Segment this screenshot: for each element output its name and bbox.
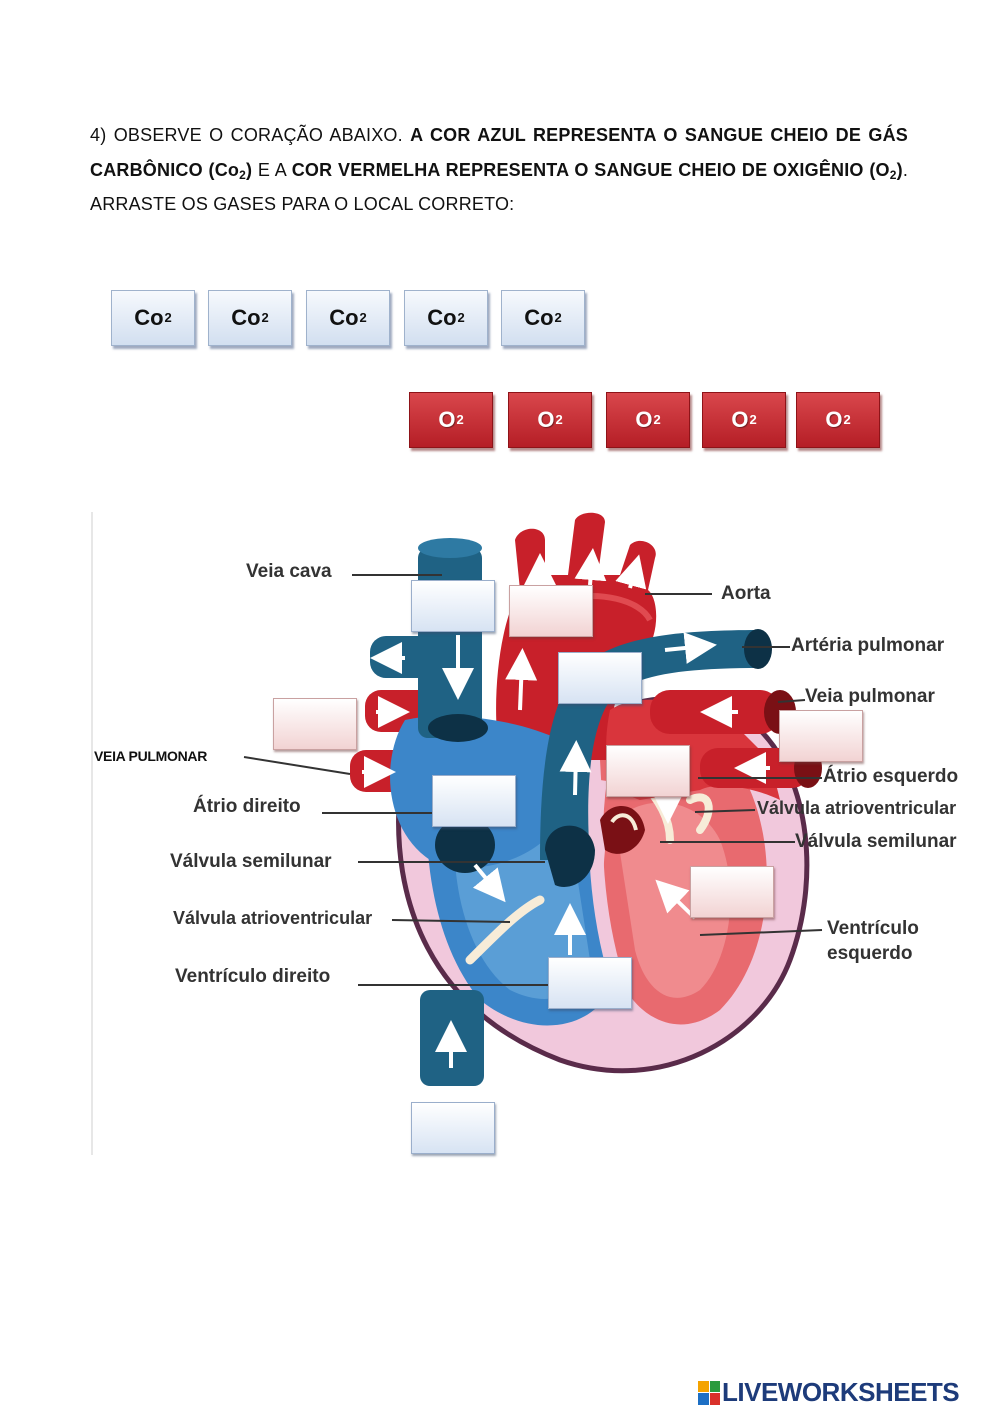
- drop-zone-ventriculo-direito[interactable]: [548, 957, 632, 1009]
- label-valvula-semilunar-left: Válvula semilunar: [170, 851, 332, 872]
- instruction-bold1-end: ): [245, 159, 253, 180]
- drop-zone-veia-cava-inferior[interactable]: [411, 1102, 495, 1154]
- instruction-bold2-sub: 2: [889, 167, 897, 182]
- aortic-valve-cusp: [610, 813, 638, 831]
- aortic-semilunar-valve: [600, 806, 645, 854]
- co2-tile-text: Co: [231, 305, 261, 330]
- leader-lines: [243, 574, 823, 986]
- o2-tile-text: O: [635, 407, 653, 432]
- instruction-bold2: COR VERMELHA REPRESENTA O SANGUE CHEIO D…: [291, 159, 890, 180]
- co2-tile-text: Co: [134, 305, 164, 330]
- drop-zone-veia-cava[interactable]: [411, 580, 495, 632]
- o2-tile-text: O: [731, 407, 749, 432]
- label-veia-cava: Veia cava: [246, 561, 332, 582]
- label-veia-pulmonar-left: VEIA PULMONAR: [94, 748, 208, 764]
- drop-zone-veia-pulmonar-right[interactable]: [779, 710, 863, 762]
- flow-arrows: [362, 548, 770, 1068]
- drop-zone-arteria-pulmonar[interactable]: [558, 652, 642, 704]
- instruction-part2: E A: [252, 159, 292, 180]
- drop-zone-aorta[interactable]: [509, 585, 593, 637]
- instruction-bold1-sub: 2: [239, 167, 246, 182]
- instruction-part1: 4) OBSERVE O CORAÇÃO ABAIXO.: [90, 125, 411, 145]
- label-ventriculo-esquerdo-line2: esquerdo: [827, 943, 913, 964]
- label-valvula-atrioventricular-right: Válvula atrioventricular: [757, 798, 957, 818]
- logo-square-3: [698, 1393, 709, 1405]
- vena-cava-superior: [418, 548, 482, 738]
- drop-zone-veia-pulmonar-left[interactable]: [273, 698, 357, 750]
- co2-tile-text: Co: [524, 305, 554, 330]
- left-av-valve-2: [686, 793, 713, 834]
- logo-icon: [698, 1380, 720, 1405]
- instruction-text: 4) OBSERVE O CORAÇÃO ABAIXO. A COR AZUL …: [90, 118, 908, 222]
- label-arteria-pulmonar: Artéria pulmonar: [791, 635, 945, 656]
- o2-tile-text: O: [825, 407, 843, 432]
- vena-cava-superior-top: [418, 538, 482, 558]
- label-valvula-semilunar-right: Válvula semilunar: [795, 831, 957, 852]
- o2-tile-text: O: [438, 407, 456, 432]
- drop-zone-ventriculo-esquerdo[interactable]: [690, 866, 774, 918]
- logo-square-2: [709, 1380, 720, 1392]
- o2-tile-text: O: [537, 407, 555, 432]
- label-valvula-atrioventricular-left: Válvula atrioventricular: [173, 908, 373, 928]
- label-veia-pulmonar-right: Veia pulmonar: [805, 686, 935, 707]
- label-aorta: Aorta: [721, 583, 771, 604]
- label-ventriculo-esquerdo-line1: Ventrículo: [827, 918, 919, 939]
- logo-square-1: [698, 1380, 709, 1392]
- logo-square-4: [709, 1393, 720, 1405]
- drop-zone-atrio-esquerdo[interactable]: [606, 745, 690, 797]
- co2-tile-text: Co: [329, 305, 359, 330]
- pulmonary-artery-opening: [744, 629, 772, 669]
- vena-cava-superior-opening: [428, 714, 488, 742]
- liveworksheets-logo: LIVEWORKSHEETS: [698, 1377, 960, 1408]
- label-atrio-direito: Átrio direito: [193, 796, 301, 817]
- co2-tile-text: Co: [427, 305, 457, 330]
- label-ventriculo-direito: Ventrículo direito: [175, 966, 331, 987]
- instruction-bold1: A COR AZUL REPRESENTA O SANGUE CHEIO DE …: [90, 125, 908, 180]
- logo-text: LIVEWORKSHEETS: [722, 1377, 960, 1407]
- instruction-bold2-end: ): [896, 159, 903, 180]
- pulmonary-semilunar-valve: [545, 825, 595, 887]
- drop-zone-atrio-direito[interactable]: [432, 775, 516, 827]
- label-atrio-esquerdo: Átrio esquerdo: [823, 766, 959, 787]
- instruction-part3: . ARRASTE OS GASES PARA O LOCAL CORRETO:: [90, 159, 909, 215]
- right-semilunar-opening: [435, 817, 495, 873]
